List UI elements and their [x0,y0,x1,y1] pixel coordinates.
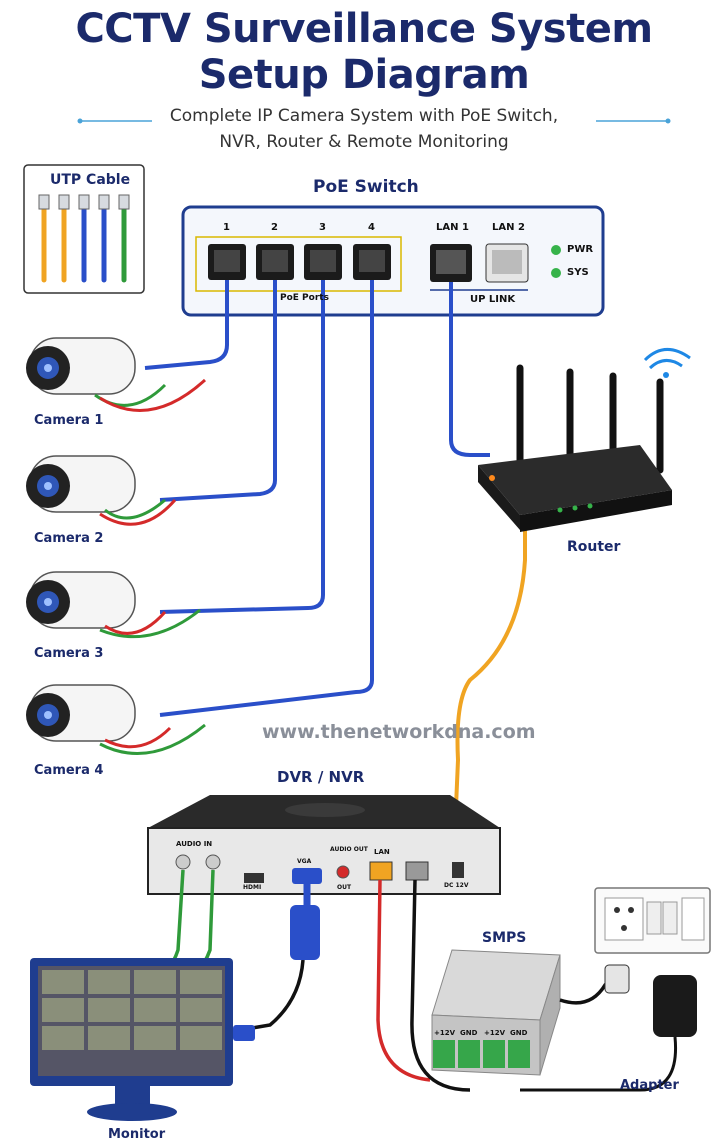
uplink-label: UP LINK [470,294,516,305]
camera-label: Camera 2 [34,531,104,546]
pwr-label: PWR [567,244,594,255]
adapter-icon [520,975,697,1092]
poe-ports-label: PoE Ports [280,293,329,303]
port-number: 4 [368,222,375,233]
out-label: OUT [337,884,352,891]
dc-label: DC 12V [444,882,469,889]
router-icon [478,348,691,532]
page-subtitle: Complete IP Camera System with PoE Switc… [169,106,559,126]
nvr-label: DVR / NVR [277,768,365,786]
lan-port [430,244,472,282]
audio-in-label: AUDIO IN [176,840,213,848]
smps-terminal-label: GND [460,1029,478,1037]
page-title: CCTV Surveillance System [75,6,653,52]
poe-port [304,244,342,280]
hdmi-label: HDMI [243,884,262,891]
camera-label: Camera 1 [34,413,104,428]
port-number: 1 [223,222,230,233]
camera-icon [26,337,207,412]
adapter-label: Adapter [620,1078,679,1093]
smps-terminal-label: GND [510,1029,528,1037]
utp-cable-label: UTP Cable [50,172,131,188]
sys-label: SYS [567,267,589,278]
camera-icon [26,571,201,639]
camera-label: Camera 4 [34,763,104,778]
vga-label: VGA [297,858,312,865]
port-number: 2 [271,222,278,233]
poe-switch-label: PoE Switch [313,177,419,197]
watermark: www.thenetworkdna.com [262,721,536,743]
camera-label: Camera 3 [34,646,104,661]
monitor-icon [30,958,255,1121]
vga-connector-icon [290,905,320,960]
uplink-cable [449,282,490,457]
camera-cables [144,280,374,717]
poe-port [256,244,294,280]
power-plug-icon [604,964,630,994]
lan-port-label: LAN 2 [492,222,525,233]
subtitle-decoration [77,118,671,124]
lan-label: LAN [374,848,390,856]
port-number: 3 [319,222,326,233]
camera-icon [26,455,177,526]
sys-led [551,268,561,278]
monitor-label: Monitor [108,1127,166,1142]
nvr-icon [147,795,501,895]
smps-terminal-label: +12V [484,1029,506,1037]
router-label: Router [567,539,621,555]
wall-socket-icon [594,887,711,954]
smps-terminal-label: +12V [434,1029,456,1037]
camera-icon [26,684,206,756]
poe-port [208,244,246,280]
poe-switch [181,205,605,317]
audio-out-label: AUDIO OUT [330,846,368,853]
utp-cable-icon [23,164,145,294]
smps-icon [431,949,561,1076]
poe-port [353,244,391,280]
page-subtitle-line2: NVR, Router & Remote Monitoring [219,132,509,152]
smps-label: SMPS [482,930,527,946]
lan-port-label: LAN 1 [436,222,469,233]
lan-port [485,243,529,283]
pwr-led [551,245,561,255]
page-title-line2: Setup Diagram [198,52,530,98]
